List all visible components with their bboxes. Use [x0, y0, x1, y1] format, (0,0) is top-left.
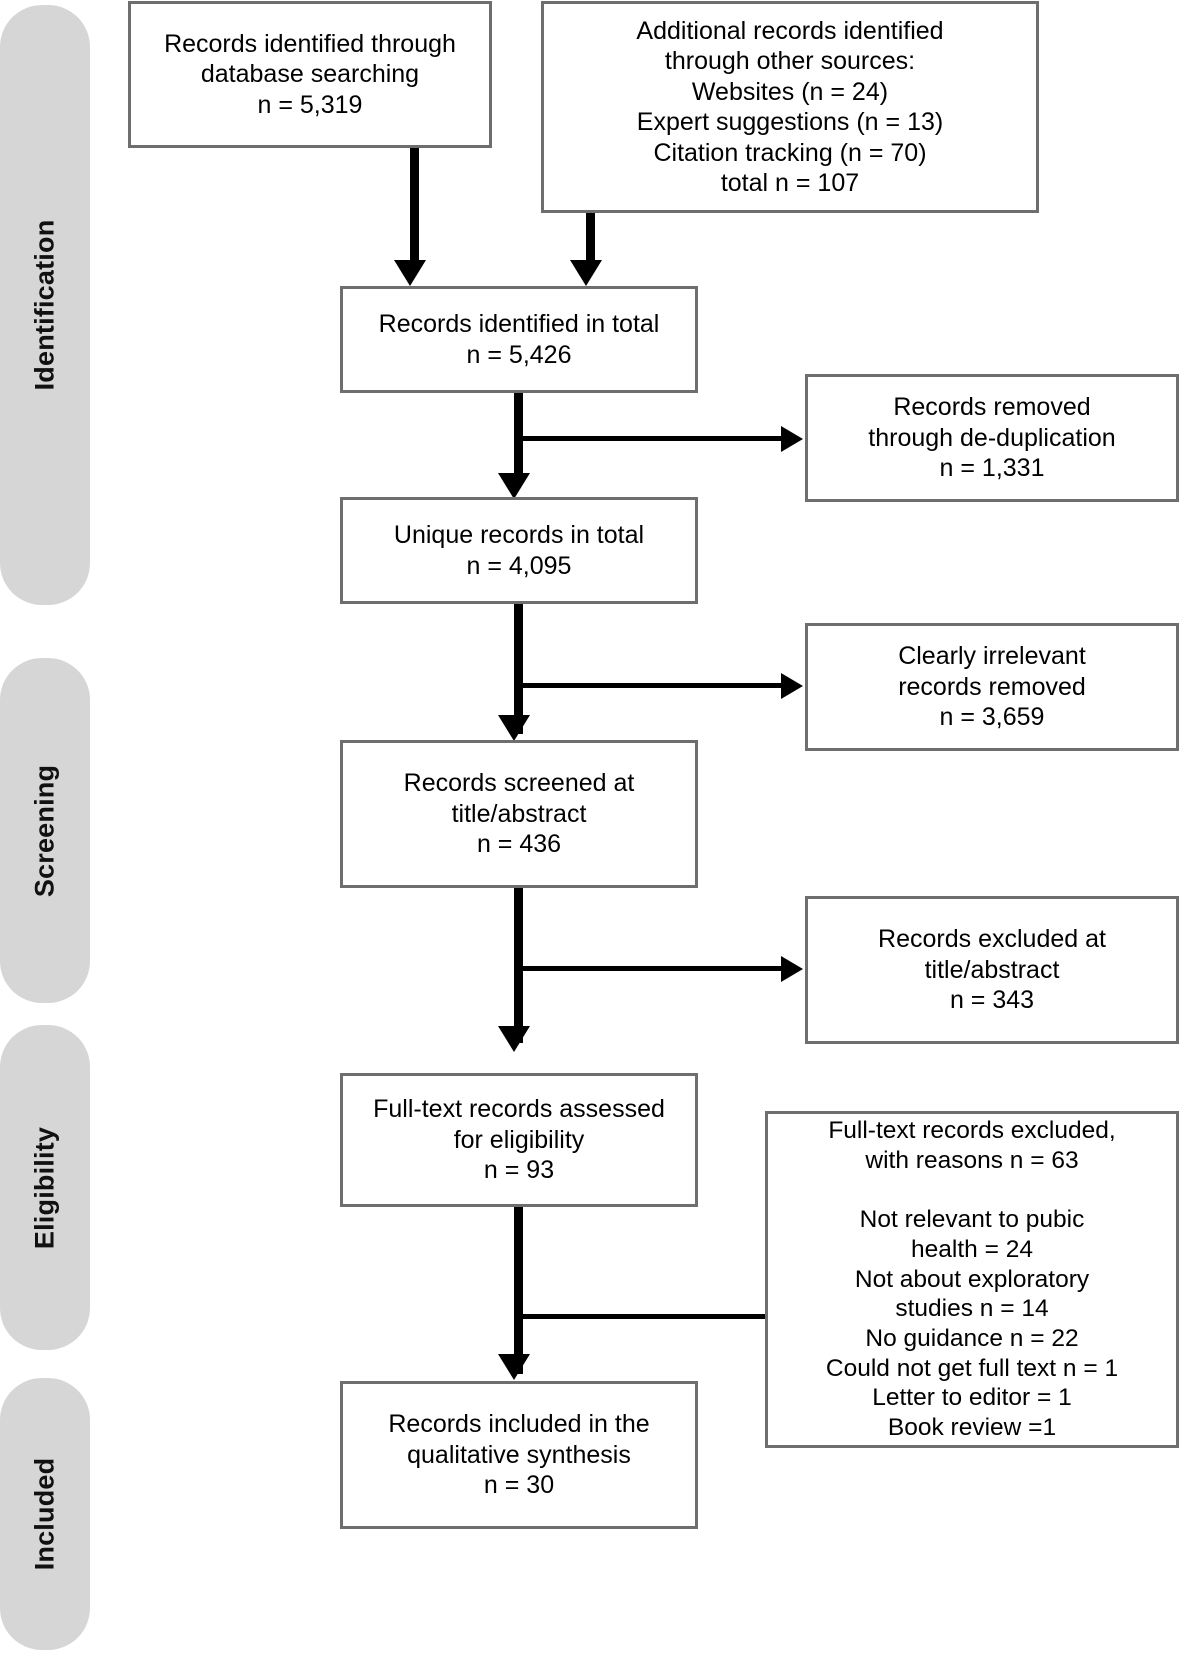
connector-screened-to-fulltext — [514, 888, 523, 1043]
box-fulltext-excluded-reasons-text: Full-text records excluded, with reasons… — [825, 1117, 1119, 1441]
arrowhead-fulltext-to-included — [498, 1354, 530, 1380]
stage-pill-screening: Screening — [0, 658, 90, 1003]
arrowhead-db-search-down — [394, 260, 426, 286]
arrowhead-screened-to-fulltext — [498, 1026, 530, 1052]
connector-other-sources-down — [586, 213, 595, 266]
box-unique-records-total: Unique records in total n = 4,095 — [340, 497, 698, 604]
box-records-excluded-title-abstract: Records excluded at title/abstract n = 3… — [805, 896, 1179, 1044]
arrowhead-screened-to-excluded — [781, 956, 803, 982]
box-records-identified-database: Records identified through database sear… — [128, 1, 492, 148]
box-records-included-qualitative-synthesis-text: Records included in the qualitative synt… — [388, 1410, 650, 1500]
box-clearly-irrelevant-removed-text: Clearly irrelevant records removed n = 3… — [898, 642, 1086, 732]
connector-unique-to-screened — [514, 604, 523, 734]
box-fulltext-excluded-reasons: Full-text records excluded, with reasons… — [765, 1111, 1179, 1448]
stage-pill-included: Included — [0, 1378, 90, 1650]
box-fulltext-assessed-text: Full-text records assessed for eligibili… — [373, 1095, 665, 1185]
stage-label-included: Included — [29, 1457, 60, 1571]
box-clearly-irrelevant-removed: Clearly irrelevant records removed n = 3… — [805, 623, 1179, 751]
stage-pill-identification: Identification — [0, 5, 90, 605]
stage-pill-eligibility: Eligibility — [0, 1025, 90, 1350]
box-unique-records-total-text: Unique records in total n = 4,095 — [393, 521, 645, 580]
connector-identified-to-dedup — [514, 436, 783, 441]
box-records-identified-database-text: Records identified through database sear… — [164, 29, 456, 119]
box-records-screened: Records screened at title/abstract n = 4… — [340, 740, 698, 888]
box-records-removed-deduplication: Records removed through de-duplication n… — [805, 374, 1179, 502]
box-records-screened-text: Records screened at title/abstract n = 4… — [403, 769, 635, 859]
arrowhead-unique-to-irrelevant — [781, 673, 803, 699]
stage-label-screening: Screening — [29, 764, 60, 897]
box-records-identified-total-text: Records identified in total n = 5,426 — [378, 310, 660, 369]
arrowhead-identified-to-dedup — [781, 426, 803, 452]
arrowhead-other-sources-down — [570, 260, 602, 286]
stage-label-identification: Identification — [29, 219, 60, 391]
box-additional-records-other-sources-text: Additional records identified through ot… — [636, 16, 944, 198]
stage-label-eligibility: Eligibility — [29, 1126, 60, 1249]
box-records-included-qualitative-synthesis: Records included in the qualitative synt… — [340, 1381, 698, 1529]
connector-unique-to-irrelevant — [514, 683, 783, 688]
box-records-identified-total: Records identified in total n = 5,426 — [340, 286, 698, 393]
box-records-removed-deduplication-text: Records removed through de-duplication n… — [868, 393, 1116, 483]
connector-fulltext-to-excluded — [514, 1314, 783, 1319]
arrowhead-unique-to-screened — [498, 715, 530, 741]
connector-screened-to-excluded — [514, 966, 783, 971]
box-records-excluded-title-abstract-text: Records excluded at title/abstract n = 3… — [878, 925, 1106, 1015]
arrowhead-identified-to-unique — [498, 473, 530, 499]
connector-db-search-down — [410, 148, 419, 266]
connector-fulltext-to-included — [514, 1207, 523, 1374]
box-fulltext-assessed: Full-text records assessed for eligibili… — [340, 1073, 698, 1207]
box-additional-records-other-sources: Additional records identified through ot… — [541, 1, 1039, 213]
